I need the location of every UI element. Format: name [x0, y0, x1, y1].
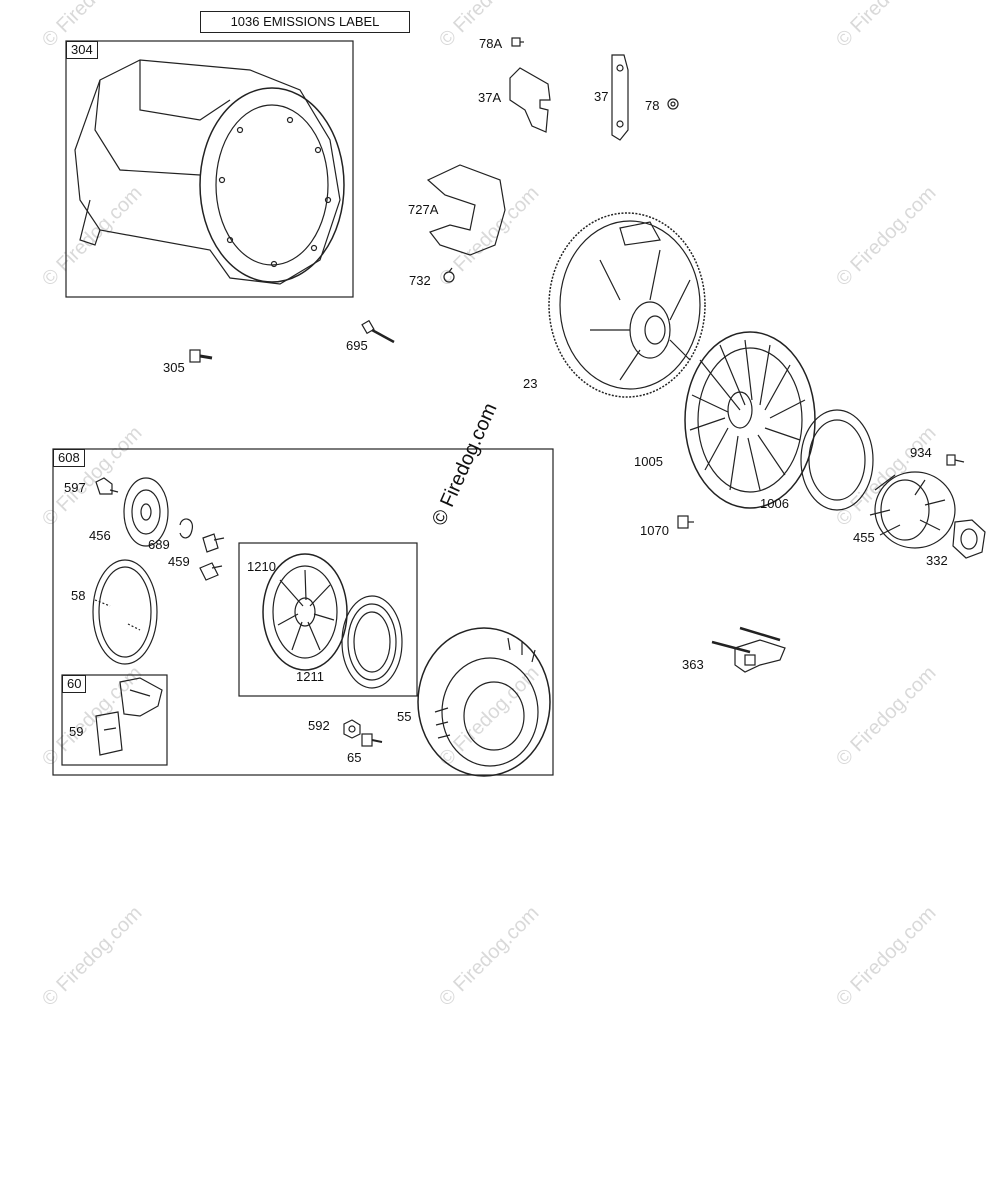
- spring-1211-illustration: [341, 595, 403, 689]
- blower-housing-illustration: [74, 59, 345, 285]
- handle-59-illustration: [95, 711, 123, 756]
- group-1210-box: [238, 542, 418, 697]
- part-label-456[interactable]: 456: [89, 528, 111, 543]
- part-label-455[interactable]: 455: [853, 530, 875, 545]
- part-label-695[interactable]: 695: [346, 338, 368, 353]
- fan-1005-illustration: [684, 331, 816, 509]
- part-label-1070[interactable]: 1070: [640, 523, 669, 538]
- part-label-727A[interactable]: 727A: [408, 202, 439, 217]
- cup-455-illustration: [869, 471, 956, 549]
- group-304-box: [65, 40, 354, 298]
- clip-689-illustration: [179, 518, 194, 539]
- part-label-23[interactable]: 23: [523, 376, 538, 391]
- part-label-78A[interactable]: 78A: [479, 36, 503, 51]
- part-label-37A[interactable]: 37A: [478, 90, 502, 105]
- part-label-305[interactable]: 305: [163, 360, 185, 375]
- nut-592-illustration: [343, 719, 361, 739]
- screw-78A-illustration: [511, 37, 524, 47]
- part-label-459[interactable]: 459: [168, 554, 190, 569]
- part-label-55[interactable]: 55: [397, 709, 412, 724]
- part-label-597[interactable]: 597: [64, 480, 86, 495]
- part-label-1211[interactable]: 1211: [296, 669, 324, 684]
- handle-60-illustration: [119, 677, 163, 717]
- part-label-65[interactable]: 65: [347, 750, 362, 765]
- screw-65-illustration: [361, 733, 383, 747]
- screw-597-illustration: [95, 477, 119, 495]
- plate-37-illustration: [611, 54, 629, 141]
- part-label-59[interactable]: 59: [69, 724, 84, 739]
- screw-78-illustration: [667, 98, 679, 110]
- armature-363-illustration: [711, 626, 786, 673]
- part-label-58[interactable]: 58: [71, 588, 86, 603]
- screw-732-illustration: [443, 267, 455, 283]
- part-label-592[interactable]: 592: [308, 718, 330, 733]
- group-608-box: [52, 448, 554, 776]
- dog-459-illustration: [199, 533, 225, 581]
- part-label-363[interactable]: 363: [682, 657, 704, 672]
- housing-55-illustration: [417, 627, 551, 777]
- flywheel-23-illustration: [548, 212, 706, 398]
- part-label-78[interactable]: 78: [645, 98, 660, 113]
- group-60-box: [61, 674, 168, 766]
- group-label-608: 608: [53, 449, 85, 467]
- shield-727A-illustration: [426, 164, 506, 256]
- part-label-1005[interactable]: 1005: [634, 454, 663, 469]
- part-label-1006[interactable]: 1006: [760, 496, 789, 511]
- group-label-60: 60: [62, 675, 87, 693]
- pulley-1210-illustration: [262, 553, 348, 671]
- bolt-695-illustration: [361, 319, 395, 344]
- part-label-732[interactable]: 732: [409, 273, 431, 288]
- pulley-456-illustration: [123, 477, 169, 547]
- screw-934-illustration: [946, 454, 965, 466]
- part-label-689[interactable]: 689: [148, 537, 170, 552]
- spring-58-illustration: [92, 559, 158, 665]
- part-label-1210[interactable]: 1210: [247, 559, 276, 574]
- part-label-37[interactable]: 37: [594, 89, 609, 104]
- bracket-37A-illustration: [509, 67, 551, 133]
- bolt-305-illustration: [189, 349, 213, 363]
- part-label-934[interactable]: 934: [910, 445, 932, 460]
- screen-1006-illustration: [800, 409, 874, 511]
- screw-1070-illustration: [677, 515, 694, 529]
- part-label-332[interactable]: 332: [926, 553, 948, 568]
- nut-332-illustration: [952, 519, 986, 559]
- group-label-304: 304: [66, 41, 98, 59]
- emissions-label-box: 1036 EMISSIONS LABEL: [200, 11, 410, 33]
